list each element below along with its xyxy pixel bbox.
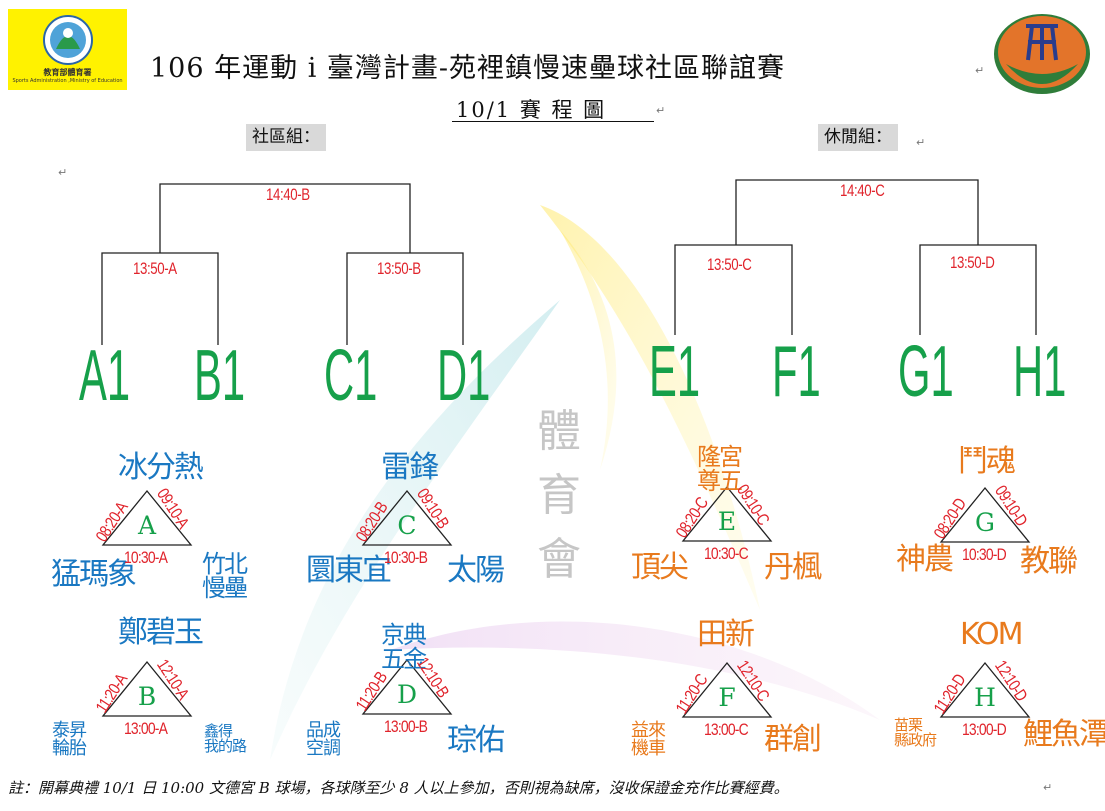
team-name-left: 品成 空調 <box>306 720 341 759</box>
pool-letter: C <box>397 511 417 540</box>
paragraph-mark: ↵ <box>656 104 666 117</box>
team-name-top: 鬥魂 <box>958 444 1016 479</box>
pool-letter: F <box>718 683 736 712</box>
team-name-right: 竹北 慢壘 <box>202 550 248 602</box>
pool-triangle <box>101 489 193 546</box>
purple-swoosh <box>390 621 880 720</box>
pool-triangle <box>681 661 773 718</box>
game-time-bottom: 10:30-D <box>962 545 1007 564</box>
paragraph-mark: ↵ <box>975 64 985 77</box>
bracket-slot: G1 <box>898 332 954 412</box>
page-subtitle: 10/1 賽 程 圖 <box>456 98 607 122</box>
bracket-semi-time: 13:50-C <box>707 255 752 274</box>
team-name-top: 京典 五金 <box>381 621 427 673</box>
yellow-ribbon <box>560 230 617 470</box>
bracket-slot: C1 <box>324 336 378 416</box>
pool-letter: E <box>717 507 737 536</box>
game-time-bottom: 10:30-B <box>384 548 428 567</box>
team-name-right: 琮佑 <box>447 723 505 758</box>
pool-letter: D <box>396 680 418 709</box>
pool-triangle <box>939 486 1031 543</box>
game-time-bottom: 13:00-C <box>704 720 749 739</box>
team-name-right: 教聯 <box>1020 544 1078 579</box>
subtitle-underline <box>452 121 654 122</box>
bracket-slot: B1 <box>194 336 246 416</box>
pool-letter: H <box>974 683 996 712</box>
team-name-left: 神農 <box>896 542 954 577</box>
team-name-right: 丹楓 <box>764 550 822 585</box>
team-name-right: 太陽 <box>447 553 505 588</box>
game-time-bottom: 13:00-A <box>124 719 168 738</box>
team-name-right: 鑫得 我的路 <box>204 722 247 755</box>
game-time-bottom: 13:00-B <box>384 717 428 736</box>
bracket-slot: E1 <box>649 332 701 412</box>
team-name-right: 鯉魚潭 <box>1023 717 1105 752</box>
pool-letter: A <box>137 511 157 540</box>
team-name-left: 益來 機車 <box>631 720 666 759</box>
bracket-slot: F1 <box>772 332 821 412</box>
team-name-top: 隆宮 尊五 <box>697 443 743 495</box>
logo-emblem-icon <box>43 15 93 65</box>
logo-label: 教育部體育署 <box>43 68 92 77</box>
group-label-community: 社區組： <box>246 124 326 151</box>
team-name-left: 泰昇 輪胎 <box>52 720 87 759</box>
team-name-left: 苗栗 縣政府 <box>894 716 937 749</box>
team-name-left: 頂尖 <box>631 550 689 585</box>
game-time-bottom: 10:30-C <box>704 544 749 563</box>
watermark-char-1: 體 <box>537 406 581 457</box>
pool-triangle <box>681 485 773 542</box>
bracket-semi-time: 13:50-D <box>950 253 995 272</box>
team-name-right: 群創 <box>764 722 822 757</box>
watermark-char-2: 育 <box>537 470 581 521</box>
association-logo-icon <box>994 14 1090 94</box>
pool-letter: B <box>137 682 157 711</box>
team-name-top: KOM <box>960 617 1024 652</box>
logo-sublabel: Sports Administration ,Ministry of Educa… <box>12 78 123 84</box>
page-title: 106 年運動 i 臺灣計畫-苑裡鎮慢速壘球社區聯誼賽 <box>150 53 786 84</box>
game-time-bottom: 13:00-D <box>962 720 1007 739</box>
paragraph-mark: ↵ <box>1043 781 1053 794</box>
bracket-slot: A1 <box>79 336 131 416</box>
paragraph-mark: ↵ <box>916 136 926 149</box>
team-name-top: 冰分熱 <box>118 450 204 485</box>
sports-administration-logo <box>8 9 127 90</box>
bracket-semi-time: 13:50-B <box>377 259 421 278</box>
bracket-final-time-left: 14:40-B <box>266 185 310 204</box>
watermark-char-3: 會 <box>537 534 581 585</box>
team-name-top: 鄭碧玉 <box>118 615 204 650</box>
paragraph-mark: ↵ <box>58 166 68 179</box>
pool-triangle <box>101 660 193 717</box>
team-name-left: 圜東宜 <box>306 553 392 588</box>
footer-note: 註：開幕典禮 10/1 日 10:00 文德宮 B 球場，各球隊至少 8 人以上… <box>8 779 789 797</box>
team-name-top: 田新 <box>697 617 755 652</box>
bracket-slot: H1 <box>1013 332 1067 412</box>
team-name-top: 雷鋒 <box>381 450 439 485</box>
game-time-bottom: 10:30-A <box>124 548 168 567</box>
team-name-left: 猛瑪象 <box>51 557 137 592</box>
group-label-leisure: 休閒組： <box>818 124 898 151</box>
bracket-final-time-right: 14:40-C <box>840 181 885 200</box>
bracket-semi-time: 13:50-A <box>133 259 177 278</box>
pool-triangle <box>361 658 453 715</box>
pool-triangle <box>361 489 453 546</box>
bracket-slot: D1 <box>437 336 491 416</box>
pool-letter: G <box>975 508 995 537</box>
pool-triangle <box>939 661 1031 718</box>
